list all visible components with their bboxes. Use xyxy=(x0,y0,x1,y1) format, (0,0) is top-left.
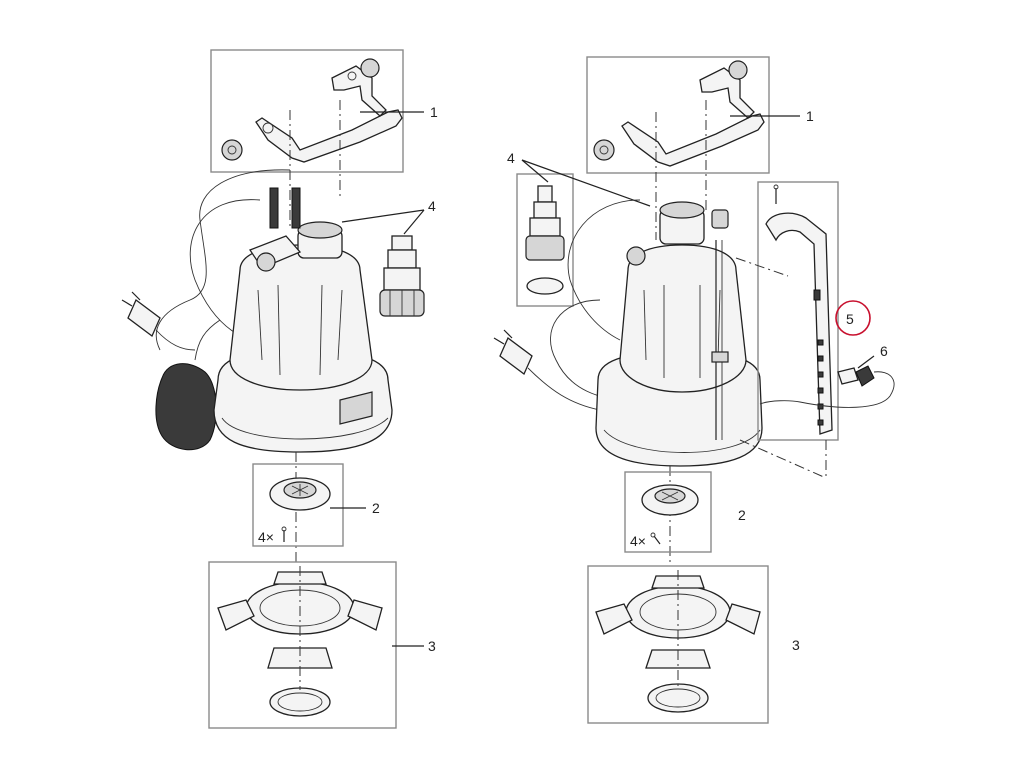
right-hose-connector-group xyxy=(516,173,574,307)
right-stand-seal xyxy=(647,683,709,713)
left-handle-box xyxy=(210,49,404,173)
left-handle-bar xyxy=(255,109,403,163)
right-handle-knob-top xyxy=(728,60,748,80)
left-screw-quantity: 4× xyxy=(258,529,274,545)
right-hose-seal xyxy=(526,277,564,295)
right-handle-box xyxy=(586,56,770,174)
right-float-clip xyxy=(759,365,895,408)
right-callout-2: 2 xyxy=(738,507,746,523)
left-callout-3: 3 xyxy=(428,638,436,654)
left-power-cable xyxy=(155,169,291,351)
right-hose-connector xyxy=(525,235,565,261)
right-float-rail-group xyxy=(735,181,839,479)
right-pump-assembly: 1 4 xyxy=(493,56,895,724)
right-callout-6: 6 xyxy=(880,343,888,359)
left-hose-connector xyxy=(379,235,425,317)
right-power-cable xyxy=(567,199,641,341)
right-stand-foot-right xyxy=(725,603,761,635)
right-pump-body xyxy=(595,201,763,467)
left-plug xyxy=(127,298,161,338)
left-stand-box xyxy=(208,561,397,729)
right-callout-4-leader-a xyxy=(521,159,549,183)
right-base-plate-box xyxy=(624,471,712,553)
left-handle-knob-bottom xyxy=(221,139,243,161)
left-pump-window xyxy=(339,391,373,425)
left-callout-4-leader-b xyxy=(403,209,425,235)
right-callout-4-leader-b xyxy=(521,159,651,207)
right-handle-group xyxy=(586,56,770,240)
right-stand-box xyxy=(587,565,769,724)
left-stand-foot-bottom xyxy=(267,647,333,669)
left-callout-4: 4 xyxy=(428,198,436,214)
highlight-circle-5 xyxy=(835,300,871,336)
right-stand-group xyxy=(587,565,769,724)
left-pump-assembly: 1 xyxy=(121,49,438,729)
right-callout-6-leader xyxy=(857,355,875,369)
right-callout-4: 4 xyxy=(507,150,515,166)
left-callout-2: 2 xyxy=(372,500,380,516)
right-cable-gland xyxy=(626,246,646,266)
left-stand-seal xyxy=(269,687,331,717)
right-handle-knob-bottom xyxy=(593,139,615,161)
right-handle-bar xyxy=(621,113,765,167)
right-screw-icon xyxy=(653,535,661,545)
left-handle-knob-top xyxy=(360,58,380,78)
right-handle-arm xyxy=(699,67,755,119)
right-screw-quantity: 4× xyxy=(630,533,646,549)
right-callout-1: 1 xyxy=(806,108,814,124)
left-pump-housing xyxy=(229,244,373,391)
left-pump-body xyxy=(213,187,393,453)
left-callout-1: 1 xyxy=(430,104,438,120)
right-stand-foot-left xyxy=(595,603,633,635)
right-pump-housing xyxy=(619,244,747,393)
left-cable-gland xyxy=(256,252,276,272)
left-callout-4-leader-a xyxy=(341,209,425,223)
left-stand-foot-top xyxy=(273,571,327,585)
float-rail xyxy=(765,212,833,435)
left-handle-group xyxy=(210,49,404,230)
right-plug xyxy=(499,336,533,376)
left-base-plate-group: 4× xyxy=(252,463,344,547)
right-stand-foot-top xyxy=(651,575,705,589)
right-callout-5: 5 xyxy=(846,311,854,327)
left-base-plate-box xyxy=(252,463,344,547)
left-stand-foot-right xyxy=(347,599,383,631)
right-callout-3: 3 xyxy=(792,637,800,653)
left-float-switch xyxy=(155,363,217,451)
right-base-plate-group: 4× xyxy=(624,471,712,553)
left-stand-group xyxy=(208,561,397,729)
left-stand-foot-left xyxy=(217,599,255,631)
